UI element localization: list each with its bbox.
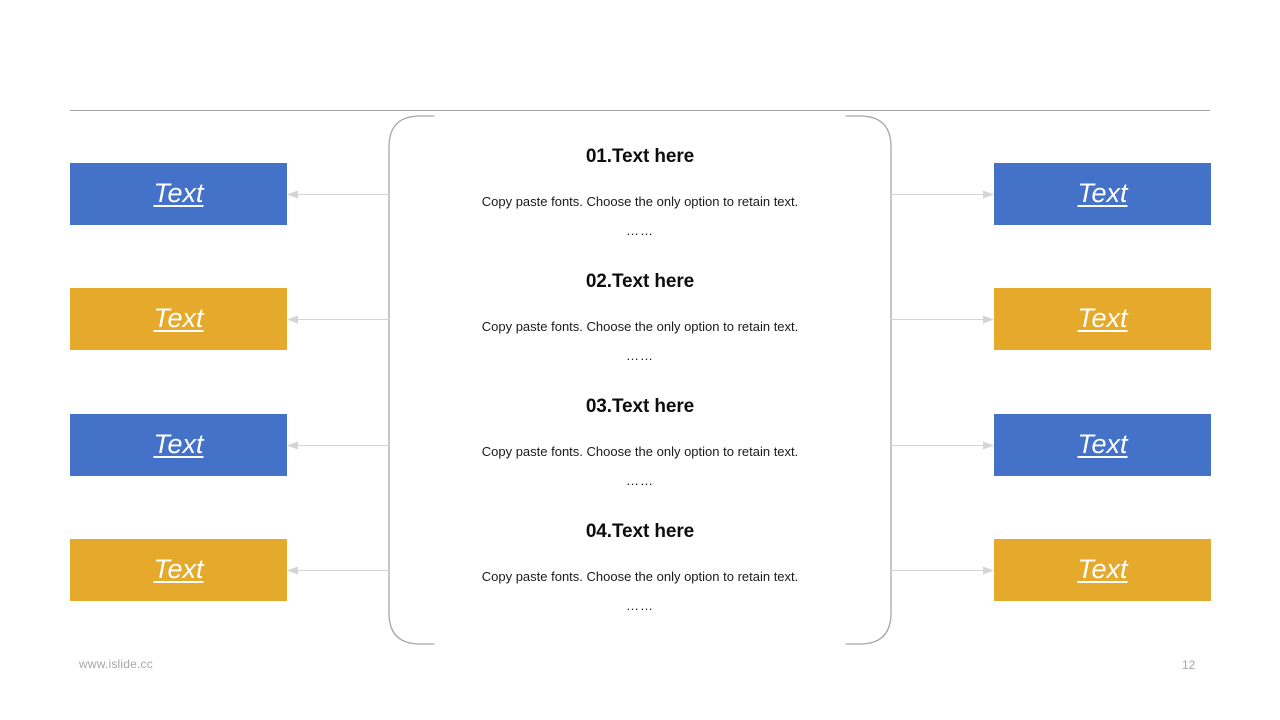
item-ellipsis: …… xyxy=(626,473,654,488)
box-label: Text xyxy=(1077,177,1128,208)
item-description: Copy paste fonts. Choose the only option… xyxy=(481,569,799,584)
item-ellipsis: …… xyxy=(626,223,654,238)
item-description: Copy paste fonts. Choose the only option… xyxy=(481,319,799,334)
box-label: Text xyxy=(153,553,204,584)
center-item: 02.Text here Copy paste fonts. Choose th… xyxy=(390,270,890,366)
item-description: Copy paste fonts. Choose the only option… xyxy=(481,444,799,459)
left-text-box[interactable]: Text xyxy=(70,288,287,350)
connector-arrow-left xyxy=(287,314,390,325)
item-ellipsis: …… xyxy=(626,598,654,613)
center-item: 04.Text here Copy paste fonts. Choose th… xyxy=(390,520,890,616)
center-item: 03.Text here Copy paste fonts. Choose th… xyxy=(390,395,890,491)
right-text-box[interactable]: Text xyxy=(994,539,1211,601)
left-text-box[interactable]: Text xyxy=(70,539,287,601)
item-title: 04.Text here xyxy=(585,521,695,542)
item-title: 03.Text here xyxy=(585,396,695,417)
item-ellipsis: …… xyxy=(626,348,654,363)
connector-arrow-right xyxy=(890,565,994,576)
left-text-box[interactable]: Text xyxy=(70,414,287,476)
connector-arrow-right xyxy=(890,314,994,325)
right-text-box[interactable]: Text xyxy=(994,288,1211,350)
connector-arrow-right xyxy=(890,189,994,200)
connector-arrow-left xyxy=(287,565,390,576)
center-item: 01.Text here Copy paste fonts. Choose th… xyxy=(390,145,890,241)
right-text-box[interactable]: Text xyxy=(994,414,1211,476)
left-text-box[interactable]: Text xyxy=(70,163,287,225)
connector-arrow-left xyxy=(287,189,390,200)
box-label: Text xyxy=(1077,428,1128,459)
footer-url: www.islide.cc xyxy=(79,657,153,671)
center-content-column: 01.Text here Copy paste fonts. Choose th… xyxy=(390,115,890,645)
box-label: Text xyxy=(153,177,204,208)
box-label: Text xyxy=(1077,553,1128,584)
connector-arrow-left xyxy=(287,440,390,451)
header-divider-rule xyxy=(70,110,1210,111)
right-text-box[interactable]: Text xyxy=(994,163,1211,225)
box-label: Text xyxy=(1077,302,1128,333)
item-title: 02.Text here xyxy=(585,271,695,292)
box-label: Text xyxy=(153,428,204,459)
box-label: Text xyxy=(153,302,204,333)
slide-page-number: 12 xyxy=(1182,658,1196,672)
item-title: 01.Text here xyxy=(585,146,695,167)
item-description: Copy paste fonts. Choose the only option… xyxy=(481,194,799,209)
connector-arrow-right xyxy=(890,440,994,451)
